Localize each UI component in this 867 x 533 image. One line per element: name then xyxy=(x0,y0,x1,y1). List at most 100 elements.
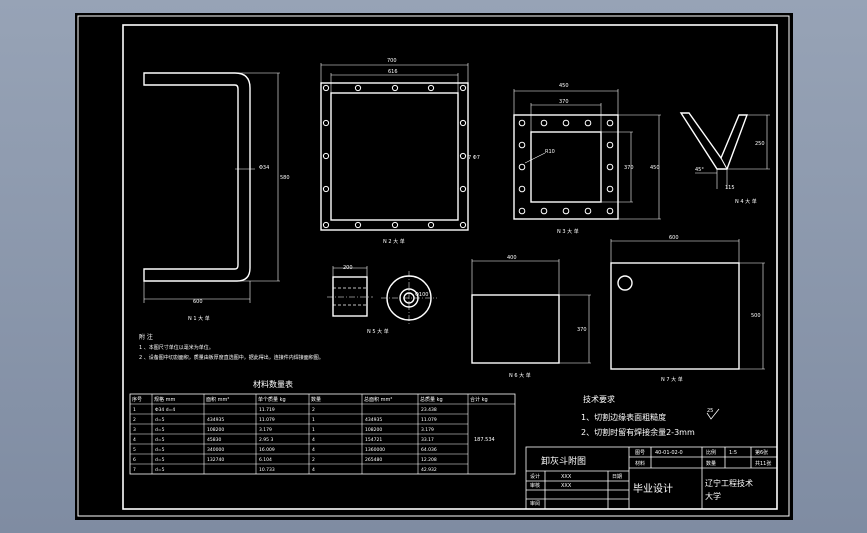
table-cell: d=5 xyxy=(155,437,165,443)
table-cell: 11.719 xyxy=(259,407,275,413)
v3-dim-top1: 450 xyxy=(559,83,569,89)
v7-label: N 7 大 单 xyxy=(661,376,683,383)
table-cell: 4 xyxy=(133,437,136,443)
table-header-cell: 合计 kg xyxy=(470,396,488,403)
table-cell: 10.733 xyxy=(259,467,275,473)
checker-name: XXX xyxy=(561,483,572,489)
table-cell: 434935 xyxy=(207,417,224,423)
v4-dim-a: 250 xyxy=(755,141,765,147)
table-cell: 11.079 xyxy=(259,417,275,423)
fig-no-label: 图号 xyxy=(635,450,645,456)
inner-frame xyxy=(122,24,778,510)
table-cell: d=5 xyxy=(155,447,165,453)
table-cell: 5 xyxy=(133,447,136,453)
approve-label: 审阅 xyxy=(530,500,540,507)
table-header-cell: 总面积 mm² xyxy=(364,396,392,403)
material-label: 材料 xyxy=(635,460,645,467)
material-table-title: 材料数量表 xyxy=(253,379,293,389)
table-cell: 2 xyxy=(312,457,315,463)
school-name-2: 大学 xyxy=(705,491,721,501)
table-cell: 7 xyxy=(133,467,136,473)
drawing-sheet: 600 580 Φ34 N 1 大 单 700 6 1 xyxy=(75,13,793,520)
v5-label: N 5 大 单 xyxy=(367,328,389,335)
v6-label: N 6 大 单 xyxy=(509,372,531,379)
notes-line-1: 1 、本图尺寸单位以毫米为单位。 xyxy=(139,344,214,351)
notes-line-2: 2 、设备图中切割面积，质量由板厚度直选图中，据此得出，连接件内焊接面积图。 xyxy=(139,354,324,361)
v3-dim-top2: 370 xyxy=(559,99,569,105)
table-cell: 23.438 xyxy=(421,407,437,413)
v2-dim-top1: 700 xyxy=(387,58,397,64)
table-total: 187.534 xyxy=(474,437,495,443)
table-cell: 45830 xyxy=(207,437,221,443)
view-2-flange xyxy=(320,63,469,231)
weight-label: 数量 xyxy=(706,460,716,467)
table-header-cell: 总质量 kg xyxy=(420,396,443,403)
v1-dim-v: 580 xyxy=(280,175,290,181)
table-header-cell: 数量 xyxy=(311,396,321,403)
table-cell: 1 xyxy=(133,407,136,413)
table-cell: 2 xyxy=(133,417,136,423)
v7-dim-w: 600 xyxy=(669,235,679,241)
v1-dim-r: Φ34 xyxy=(259,165,269,171)
drawing-name: 卸灰斗附图 xyxy=(541,455,586,467)
view-5-cylinder xyxy=(327,266,437,325)
table-cell: 2 xyxy=(312,407,315,413)
title-block-lines xyxy=(525,446,778,510)
table-cell: 42.932 xyxy=(421,467,437,473)
table-header-cell: 规格 mm xyxy=(154,396,175,403)
table-cell: d=5 xyxy=(155,467,165,473)
v1-label: N 1 大 单 xyxy=(188,315,210,322)
roughness-value: 25 xyxy=(707,408,713,414)
v6-dim-w: 400 xyxy=(507,255,517,261)
table-cell: 265480 xyxy=(365,457,382,463)
project-name: 毕业设计 xyxy=(633,482,673,495)
v3-dim-r: R10 xyxy=(545,149,555,155)
table-cell: 4 xyxy=(312,467,315,473)
table-header-cell: 序号 xyxy=(132,396,142,403)
table-cell: 4 xyxy=(312,437,315,443)
tech-line-1: 1、切割边缘表面粗糙度 xyxy=(581,412,666,422)
designer-label: 设计 xyxy=(530,473,540,480)
table-cell: 11.079 xyxy=(421,417,437,423)
v3-dim-v1: 370 xyxy=(624,165,634,171)
view-4-bracket xyxy=(679,112,770,189)
tech-line-2: 2、切割时留有焊接余量2-3mm xyxy=(581,427,695,437)
tech-title: 技术要求 xyxy=(583,394,615,404)
checker-label: 审核 xyxy=(530,482,540,489)
notes-title: 附 注 xyxy=(139,333,153,341)
view-3-plate xyxy=(513,89,661,220)
v2-dim-top2: 616 xyxy=(388,69,398,75)
table-cell: 64.036 xyxy=(421,447,437,453)
table-header-cell: 面积 mm² xyxy=(206,396,229,403)
table-header-cell: 单个质量 kg xyxy=(258,396,286,403)
date-label: 日期 xyxy=(612,474,622,480)
table-cell: 132740 xyxy=(207,457,224,463)
v6-dim-h: 370 xyxy=(577,327,587,333)
table-cell: 33.17 xyxy=(421,437,434,443)
sheet-total: 共11张 xyxy=(755,460,771,467)
view-2-bolt-holes xyxy=(322,84,467,229)
table-cell: 4 xyxy=(312,447,315,453)
material-table: 序号 规格 mm 面积 mm² 单个质量 kg 数量 总面积 mm² 总质量 kg 合计 kg… xyxy=(129,393,516,475)
designer-name: XXX xyxy=(561,474,572,480)
drawing-canvas[interactable]: 600 580 Φ34 N 1 大 单 700 6 1 xyxy=(75,13,793,520)
view-6-plate xyxy=(471,259,591,364)
table-cell: 6 xyxy=(133,457,136,463)
view-7-plate xyxy=(610,239,765,370)
table-cell: 12.208 xyxy=(421,457,437,463)
outer-frame xyxy=(77,15,790,517)
table-cell: d=5 xyxy=(155,457,165,463)
table-cell: 154721 xyxy=(365,437,382,443)
table-cell: 3.179 xyxy=(259,427,272,433)
scale-label: 比例 xyxy=(706,449,716,456)
view-1-bent-pipe xyxy=(143,72,280,303)
sheet-label: 第6张 xyxy=(755,449,768,456)
table-cell: 108200 xyxy=(207,427,224,433)
table-cell: 2.95 3 xyxy=(259,437,273,443)
v3-label: N 3 大 单 xyxy=(557,228,579,235)
table-cell: 434935 xyxy=(365,417,382,423)
table-cell: 1360000 xyxy=(365,447,385,453)
view-3-bolt-holes xyxy=(518,119,614,215)
scale-value: 1:5 xyxy=(729,450,737,456)
